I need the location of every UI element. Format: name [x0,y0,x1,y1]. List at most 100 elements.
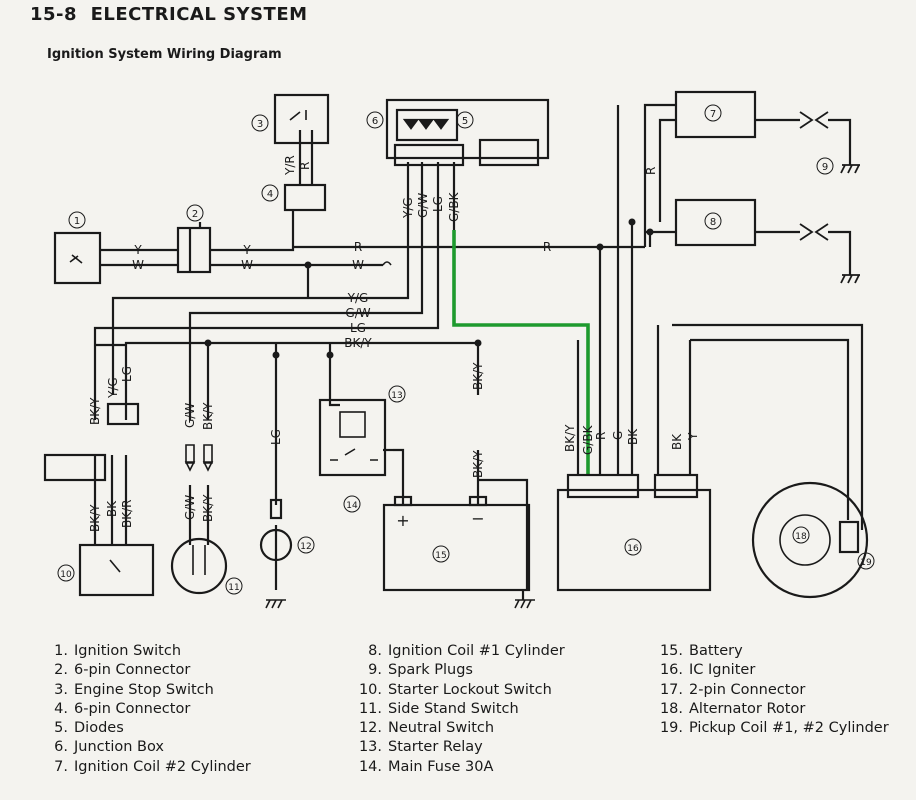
legend-item: 3.Engine Stop Switch [54,681,214,698]
legend-item: 15.Battery [659,643,743,659]
label-r-stop: R [298,162,312,170]
label-g-16: G [611,431,625,440]
label-bk-r-10: BK/R [120,500,134,528]
junction-box [385,98,550,167]
label-r-coil: R [644,167,658,175]
legend-item: 11.Side Stand Switch [358,700,519,717]
wire-bk-y-jb [124,341,478,420]
callout-10: 10 [60,570,72,580]
starter-relay [318,398,387,477]
neutral-switch [259,498,293,609]
wire-stop-switch [298,130,314,185]
ic-igniter [556,473,712,592]
legend-item: 14.Main Fuse 30A [358,758,494,775]
ignition-coil-2 [674,90,757,139]
ignition-switch [53,231,102,285]
label-g-w-jb: G/W [416,193,430,218]
wires [93,103,864,600]
callout-14: 14 [346,501,358,511]
legend-item: 6.Junction Box [54,739,164,756]
legend-column-1: 1.Ignition Switch 2.6-pin Connector 3.En… [52,642,251,777]
wire-g-bk-highlight [452,230,590,475]
callout-6: 6 [372,116,378,127]
spark-plugs [799,111,860,284]
label-bk-y-10b: BK/Y [88,504,102,532]
section-title: ELECTRICAL SYSTEM [90,4,308,25]
callout-3: 3 [257,119,263,130]
label-bk-y-batt2: BK/Y [471,450,485,478]
callout-13: 13 [391,391,402,401]
callout-19: 19 [860,558,872,568]
label-g-w-11b: G/W [183,495,197,520]
callout-7: 7 [710,109,716,120]
page-header: 15-8 ELECTRICAL SYSTEM [30,4,308,25]
callout-8: 8 [710,217,716,228]
callout-2: 2 [192,209,198,220]
label-bk-10: BK [105,500,119,517]
label-g-w-h: G/W [345,306,370,320]
legend-item: 12.Neutral Switch [358,720,495,737]
label-bk-y-batt: BK/Y [471,362,485,390]
legend-item: 16.IC Igniter [659,662,756,679]
legend-item: 18.Alternator Rotor [659,700,806,717]
label-r-16: R [594,432,608,440]
callout-circles [57,104,875,595]
battery-minus: − [471,509,484,528]
callout-1: 1 [74,216,80,227]
battery-plus: + [396,511,409,530]
wiring-diagram: 1 2 3 4 5 6 7 8 9 10 11 12 13 14 15 16 1… [43,90,875,609]
legend-item: 9.Spark Plugs [368,662,473,679]
label-bk-y-h: BK/Y [344,336,372,350]
legend-column-2: 8.Ignition Coil #1 Cylinder 9.Spark Plug… [356,642,565,777]
label-r-mid: R [354,240,362,254]
legend-item: 10.Starter Lockout Switch [358,681,552,698]
label-y-left: Y [133,243,142,257]
starter-lockout-switch [43,453,155,597]
legend-item: 13.Starter Relay [358,739,483,756]
label-bk-y-11b: BK/Y [201,494,215,522]
legend-item: 4.6-pin Connector [54,700,191,717]
label-y-19: Y [686,432,700,441]
label-w-right: W [352,258,364,272]
wire-bk-y-relay [328,343,340,407]
label-lg-10: LG [120,366,134,382]
callout-16: 16 [627,544,639,554]
six-pin-connector-2 [176,222,212,274]
ignition-coil-1 [674,198,757,247]
label-w-mid: W [241,258,253,272]
callout-15: 15 [435,551,446,561]
callout-12: 12 [300,542,311,552]
label-lg-12: LG [269,429,283,445]
callout-5: 5 [462,116,468,127]
label-y-mid: Y [242,243,251,257]
label-g-bk-jb: G/BK [447,191,461,222]
label-bk-y-11: BK/Y [201,402,215,430]
junction-dots [204,218,654,359]
section-number: 15-8 [30,4,78,25]
legend-item: 1.Ignition Switch [54,643,182,659]
callout-4: 4 [267,189,273,200]
legend-item: 17.2-pin Connector [659,681,806,698]
legend-item: 8.Ignition Coil #1 Cylinder [368,643,565,659]
label-bk-19: BK [670,433,684,450]
label-r-right: R [543,240,551,254]
side-stand-switch [170,444,228,595]
battery [382,495,535,609]
label-w-left: W [132,258,144,272]
wire-y-main [210,210,295,252]
label-y-g-10: Y/G [106,377,120,399]
label-lg-h: LG [350,321,366,335]
label-lg-jb: LG [431,196,445,212]
callout-9: 9 [822,162,828,173]
six-pin-connector-4 [283,183,327,212]
legend-item: 2.6-pin Connector [54,662,191,679]
label-bk-y-16: BK/Y [563,424,577,452]
wire-y-g-jb [111,162,410,395]
callout-18: 18 [795,532,807,542]
label-y-r-stop: Y/R [283,155,297,176]
callout-11: 11 [228,583,239,593]
label-bk-y-10: BK/Y [88,397,102,425]
label-g-bk-16: G/BK [581,424,595,455]
wire-lg-jb [93,162,440,420]
legend-column-3: 15.Battery 16.IC Igniter 17.2-pin Connec… [655,642,889,738]
